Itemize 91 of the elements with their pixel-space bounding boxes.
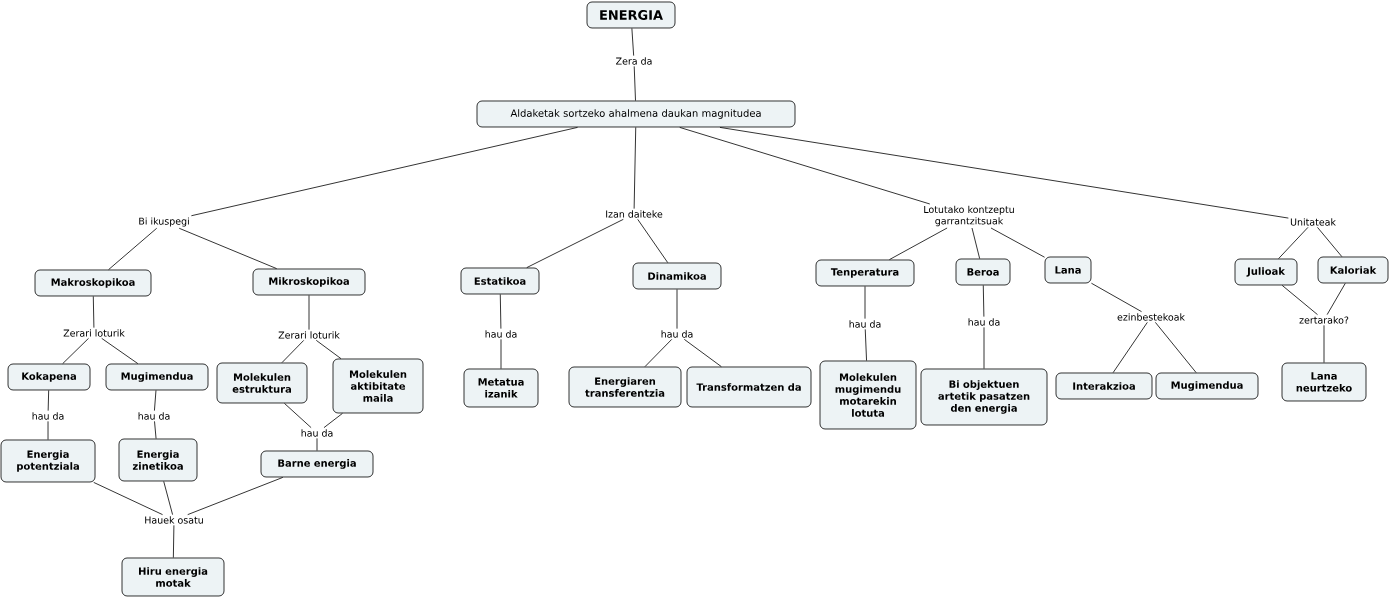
concept-box: ENERGIA: [586, 1, 676, 29]
connector-line: [154, 390, 157, 412]
concept-box: Interakzioa: [1055, 372, 1153, 400]
concept-box: Metatua izanik: [463, 368, 539, 408]
connector-line: [191, 127, 578, 217]
concept-box: Molekulen aktibitate maila: [332, 358, 424, 414]
concept-box: Mugimendua: [105, 363, 209, 391]
concept-box: Mikroskopikoa: [252, 268, 366, 296]
linking-phrase: Lotutako kontzeptu garrantzitsuak: [924, 205, 1014, 227]
concept-box: Energia potentziala: [0, 439, 96, 483]
linking-phrase: Unitateak: [1290, 218, 1336, 226]
concept-box: Kaloriak: [1317, 256, 1389, 284]
linking-phrase: ezinbestekoak: [1117, 313, 1185, 321]
concept-box: Bi objektuen artetik pasatzen den energia: [920, 368, 1048, 426]
linking-phrase: hau da: [849, 320, 881, 328]
concept-box: Energia zinetikoa: [118, 438, 198, 482]
concept-box: Makroskopikoa: [34, 269, 152, 297]
connector-line: [163, 481, 173, 516]
connector-line: [864, 286, 866, 320]
concept-box: Beroa: [955, 258, 1011, 286]
connector-line: [971, 227, 981, 259]
connector-line: [1317, 226, 1343, 257]
connector-line: [683, 338, 722, 367]
connector-line: [637, 218, 669, 263]
connector-line: [633, 127, 637, 210]
concept-box: Molekulen estruktura: [216, 362, 308, 404]
linking-phrase: hau da: [968, 318, 1000, 326]
connector-line: [1326, 283, 1346, 316]
connector-line: [172, 524, 175, 558]
linking-phrase: Hauek osatu: [145, 516, 203, 524]
concept-box: Transformatzen da: [686, 366, 812, 408]
linking-phrase: zertarako?: [1299, 316, 1349, 324]
linking-phrase: hau da: [661, 330, 693, 338]
concept-box: Hiru energia motak: [121, 557, 225, 597]
connector-line: [62, 337, 89, 364]
connector-line: [679, 127, 931, 205]
linking-phrase: Bi ikuspegi: [139, 217, 189, 227]
connector-line: [889, 227, 948, 260]
connector-line: [644, 338, 673, 367]
linking-phrase: hau da: [485, 330, 517, 338]
linking-phrase: hau da: [32, 412, 64, 420]
connector-line: [1281, 285, 1318, 316]
concept-box: Kokapena: [7, 363, 91, 391]
connector-line: [316, 437, 318, 451]
concept-box: Mugimendua: [1155, 372, 1259, 400]
linking-phrase: Zera da: [616, 57, 652, 65]
connector-line: [864, 328, 867, 361]
connector-line: [633, 65, 636, 101]
concept-box: Dinamikoa: [632, 262, 722, 290]
connector-line: [500, 338, 502, 369]
connector-line: [1112, 321, 1148, 373]
connector-line: [323, 413, 343, 429]
connector-line: [1323, 324, 1325, 363]
connector-line: [990, 227, 1045, 258]
connector-line: [719, 127, 1289, 219]
concept-box: Barne energia: [260, 450, 374, 478]
connector-line: [92, 296, 95, 329]
concept-box: Tenperatura: [815, 259, 915, 287]
linking-phrase: Zerari loturik: [278, 331, 340, 339]
concept-box: Lana: [1044, 256, 1092, 284]
connector-line: [178, 227, 278, 269]
connector-line: [101, 337, 139, 364]
connector-line: [982, 285, 985, 318]
linking-phrase: hau da: [138, 412, 170, 420]
connector-line: [631, 28, 635, 57]
connector-line: [154, 420, 157, 439]
concept-box: Molekulen mugimendu motarekin lotuta: [819, 360, 917, 430]
connector-line: [676, 289, 678, 330]
concept-box: Estatikoa: [460, 267, 540, 295]
connector-line: [1154, 321, 1197, 373]
linking-phrase: Izan daiteke: [606, 210, 663, 218]
connector-line: [308, 295, 310, 331]
connector-line: [187, 477, 284, 516]
connector-line: [315, 339, 342, 359]
connector-line: [526, 218, 624, 268]
connector-line: [284, 403, 312, 429]
connector-line: [47, 390, 50, 412]
connector-line: [47, 420, 49, 440]
concept-box: Aldaketak sortzeko ahalmena daukan magnitudea: [476, 100, 796, 128]
concept-box: Julioak: [1234, 258, 1298, 286]
connector-line: [983, 326, 985, 369]
concept-box: Lana neurtzeko: [1281, 362, 1367, 402]
connector-line: [1091, 282, 1142, 313]
concept-box: Energiaren transferentzia: [568, 366, 682, 408]
connector-line: [1278, 226, 1309, 259]
connector-line: [499, 294, 502, 330]
linking-phrase: Zerari loturik: [63, 329, 125, 337]
connector-line: [93, 482, 163, 516]
linking-phrase: hau da: [301, 429, 333, 437]
connector-line: [108, 227, 158, 270]
connector-line: [281, 339, 305, 363]
